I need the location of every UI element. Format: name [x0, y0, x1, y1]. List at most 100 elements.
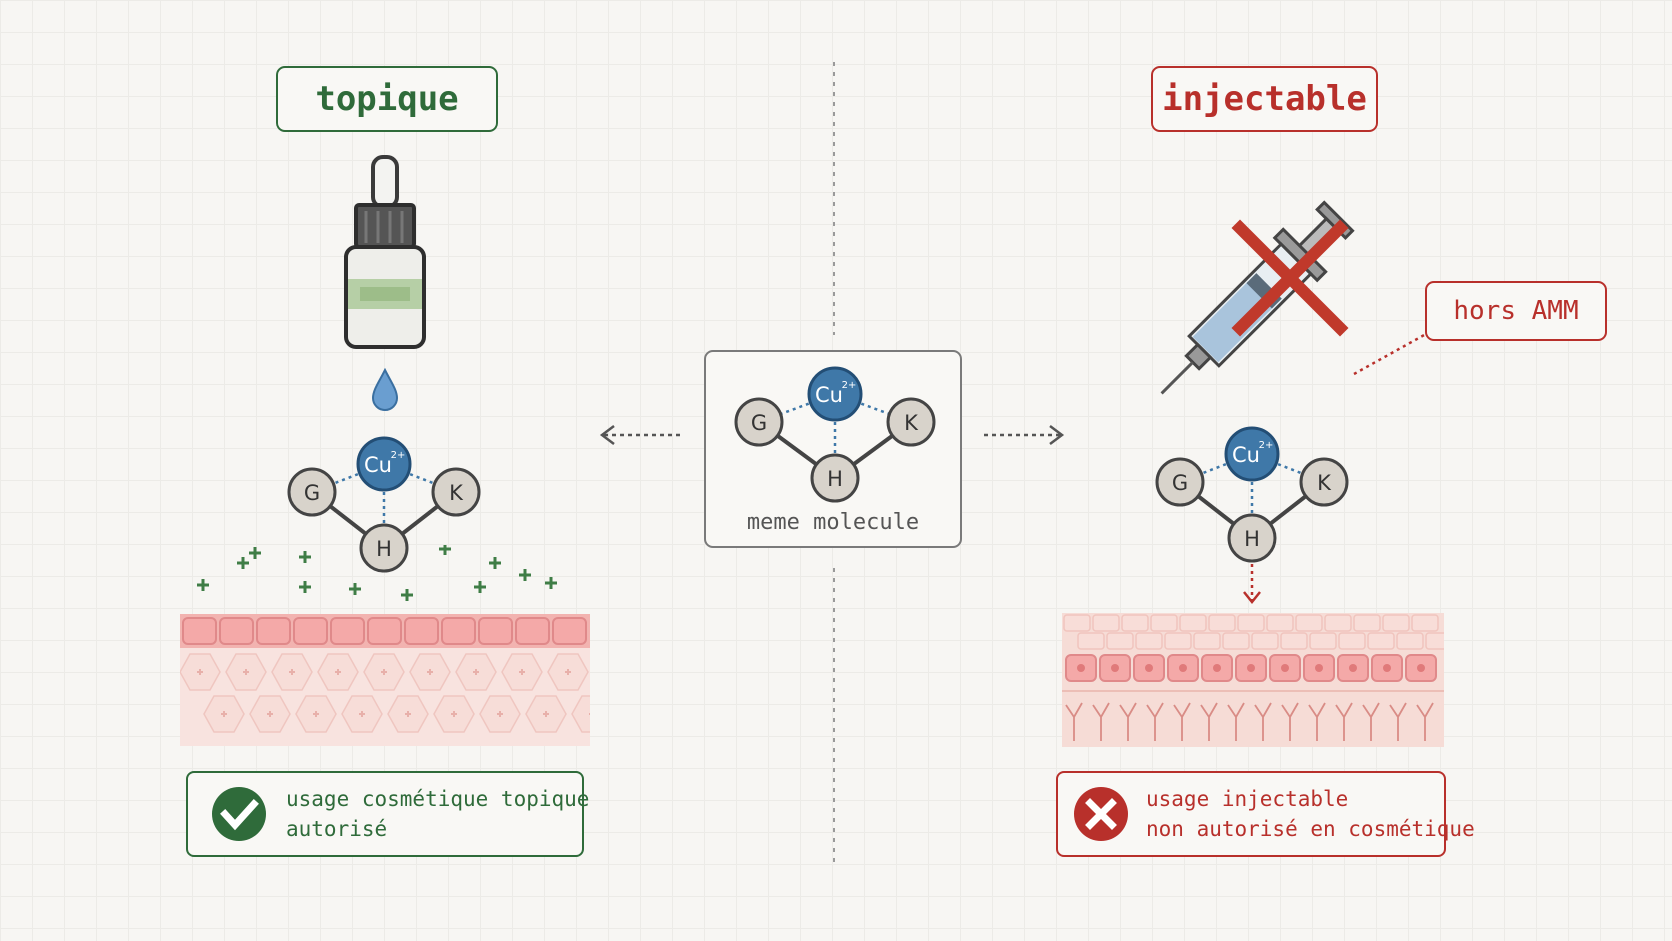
- upper-skin-cell: [1164, 632, 1192, 650]
- capillary-line: [1335, 702, 1353, 741]
- skin-cell: [317, 653, 359, 691]
- left-node-k: K: [449, 481, 464, 505]
- skin-cell: [571, 695, 590, 733]
- skin-cell: [203, 695, 245, 733]
- upper-skin-cell: [1237, 614, 1265, 632]
- topical-status-line2: autorisé: [286, 817, 388, 841]
- capillary-line: [1308, 702, 1326, 741]
- upper-skin-cell: [1193, 632, 1221, 650]
- right-metal-charge: 2+: [1259, 440, 1274, 451]
- dropper-bottle-icon: [344, 155, 426, 349]
- skin-cell: [547, 653, 589, 691]
- right-skin-layer: [1062, 613, 1444, 747]
- upper-skin-cell: [1092, 614, 1120, 632]
- skin-cell: [525, 695, 567, 733]
- right-node-h: H: [1244, 527, 1260, 551]
- sparkle-mark: [474, 581, 486, 593]
- center-caption: meme molecule: [746, 510, 920, 535]
- capillary-line: [1254, 702, 1272, 741]
- dermis-cell: [1235, 654, 1267, 682]
- left-node-h: H: [376, 537, 392, 561]
- upper-skin-cell: [1353, 614, 1381, 632]
- center-node-k: K: [904, 411, 919, 435]
- upper-skin-cell: [1280, 632, 1308, 650]
- dermis-cell: [1405, 654, 1437, 682]
- right-arrow: [984, 425, 1065, 445]
- skin-cell: [295, 695, 337, 733]
- absorption-sparkles: [197, 545, 557, 601]
- center-node-g: G: [751, 411, 767, 435]
- droplet-icon: [371, 368, 399, 411]
- amm-leader-line: [1353, 332, 1427, 376]
- right-node-k: K: [1317, 471, 1332, 495]
- right-molecule: Cu 2+ G K H: [1155, 426, 1349, 563]
- upper-skin-cell: [1309, 632, 1337, 650]
- hors-amm-text: hors AMM: [1453, 296, 1579, 326]
- top-skin-cell: [478, 617, 513, 645]
- upper-skin-cell: [1150, 614, 1178, 632]
- topical-title-text: topique: [315, 79, 459, 119]
- topical-status-box: usage cosmétique topique autorisé: [186, 771, 589, 857]
- check-icon: [212, 787, 266, 841]
- center-molecule-box: Cu 2+ G K H meme molecule: [704, 350, 962, 548]
- left-skin-layer: [180, 614, 590, 746]
- top-skin-cell: [293, 617, 328, 645]
- dermis-cell: [1269, 654, 1301, 682]
- left-metal-charge: 2+: [391, 450, 406, 461]
- syringe-icon: [1160, 200, 1355, 395]
- injectable-status-line1: usage injectable: [1146, 787, 1349, 811]
- dermis-cell: [1167, 654, 1199, 682]
- injectable-title: injectable: [1151, 66, 1378, 132]
- hors-amm-label: hors AMM: [1425, 281, 1607, 341]
- upper-skin-cell: [1295, 614, 1323, 632]
- dermis-cell: [1337, 654, 1369, 682]
- skin-cell: [501, 653, 543, 691]
- capillary-line: [1200, 702, 1218, 741]
- topical-title: topique: [276, 66, 498, 132]
- upper-skin-cell: [1324, 614, 1352, 632]
- capillary-line: [1065, 702, 1083, 741]
- dermis-cell: [1303, 654, 1335, 682]
- upper-skin-cell: [1077, 632, 1105, 650]
- capillary-line: [1173, 702, 1191, 741]
- upper-skin-cell: [1179, 614, 1207, 632]
- top-skin-cell: [219, 617, 254, 645]
- upper-skin-cell: [1135, 632, 1163, 650]
- upper-skin-cell: [1121, 614, 1149, 632]
- injectable-title-text: injectable: [1162, 79, 1367, 119]
- top-skin-cell: [552, 617, 587, 645]
- top-skin-cell: [404, 617, 439, 645]
- skin-cell: [387, 695, 429, 733]
- upper-skin-cell: [1396, 632, 1424, 650]
- forbidden-cross-icon: [1231, 219, 1349, 337]
- skin-cell: [363, 653, 405, 691]
- capillary-line: [1281, 702, 1299, 741]
- top-skin-cell: [441, 617, 476, 645]
- capillary-line: [1227, 702, 1245, 741]
- upper-skin-cell: [1382, 614, 1410, 632]
- skin-cell: [180, 653, 221, 691]
- capillary-line: [1362, 702, 1380, 741]
- injectable-status-line2: non autorisé en cosmétique: [1146, 817, 1475, 841]
- down-arrow: [1243, 564, 1261, 605]
- upper-skin-cell: [1063, 614, 1091, 632]
- top-skin-cell: [330, 617, 365, 645]
- sparkle-mark: [197, 579, 209, 591]
- center-node-h: H: [827, 467, 843, 491]
- center-molecule: Cu 2+ G K H: [734, 366, 936, 503]
- topical-status-line1: usage cosmétique topique: [286, 787, 590, 811]
- sparkle-mark: [401, 589, 413, 601]
- left-molecule: Cu 2+ G K H: [287, 436, 481, 573]
- skin-cell: [249, 695, 291, 733]
- center-metal-charge: 2+: [842, 380, 857, 391]
- top-skin-cell: [182, 617, 217, 645]
- skin-cell: [433, 695, 475, 733]
- skin-cell: [225, 653, 267, 691]
- capillary-line: [1389, 702, 1407, 741]
- top-skin-cell: [367, 617, 402, 645]
- skin-cell: [271, 653, 313, 691]
- left-metal-label: Cu: [364, 453, 392, 477]
- sparkle-mark: [545, 577, 557, 589]
- dermis-cell: [1065, 654, 1097, 682]
- top-skin-cell: [256, 617, 291, 645]
